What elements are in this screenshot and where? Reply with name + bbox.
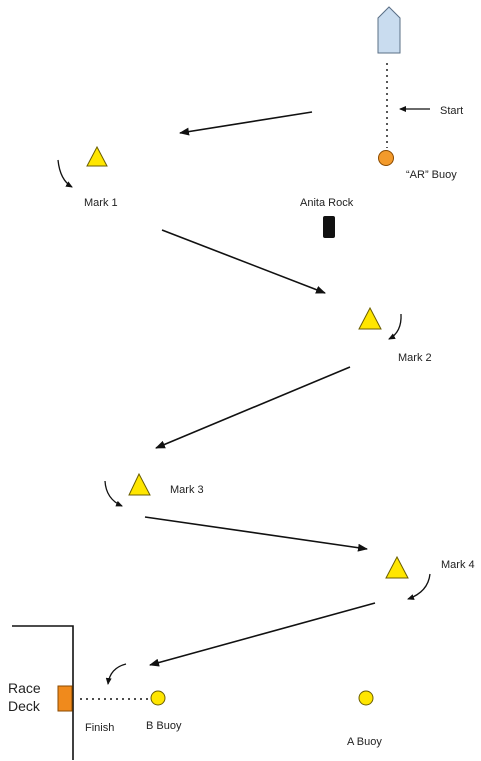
mark1-rounding-arrow xyxy=(57,159,73,188)
race-deck-finish-marker xyxy=(57,685,73,712)
course-arrow-leg3 xyxy=(155,366,351,449)
a-buoy-icon xyxy=(358,690,374,706)
mark3-triangle-icon xyxy=(128,472,151,496)
race-deck-outline xyxy=(12,625,74,760)
boat-icon xyxy=(377,6,401,54)
ar-buoy-icon xyxy=(378,150,394,166)
mark1-label: Mark 1 xyxy=(84,197,118,209)
mark2-label: Mark 2 xyxy=(398,352,432,364)
finish-label: Finish xyxy=(85,722,114,734)
race-deck-label-line1: Race xyxy=(8,680,41,696)
b-buoy-label: B Buoy xyxy=(146,720,182,732)
mark2-rounding-arrow xyxy=(388,313,402,340)
mark3-rounding-arrow xyxy=(104,480,123,507)
mark4-triangle-icon xyxy=(385,555,409,579)
ar-buoy-label: “AR” Buoy xyxy=(406,169,457,181)
mark4-rounding-arrow xyxy=(407,573,431,600)
course-arrow-leg5 xyxy=(149,602,376,667)
a-buoy-label: A Buoy xyxy=(347,736,382,748)
anita-rock-label: Anita Rock xyxy=(300,197,354,209)
anita-rock-icon xyxy=(323,216,335,238)
race-deck-label-line2: Deck xyxy=(8,698,41,714)
b-buoy-icon xyxy=(150,690,166,706)
mark4-label: Mark 4 xyxy=(441,559,475,571)
finish-rounding-arrow xyxy=(105,663,127,685)
course-arrow-leg4 xyxy=(144,516,368,552)
start-label: Start xyxy=(440,105,463,117)
mark3-label: Mark 3 xyxy=(170,484,204,496)
course-arrow-leg2 xyxy=(161,229,326,294)
mark1-triangle-icon xyxy=(86,145,108,167)
course-arrow-leg1 xyxy=(179,111,313,136)
mark2-triangle-icon xyxy=(358,306,382,330)
